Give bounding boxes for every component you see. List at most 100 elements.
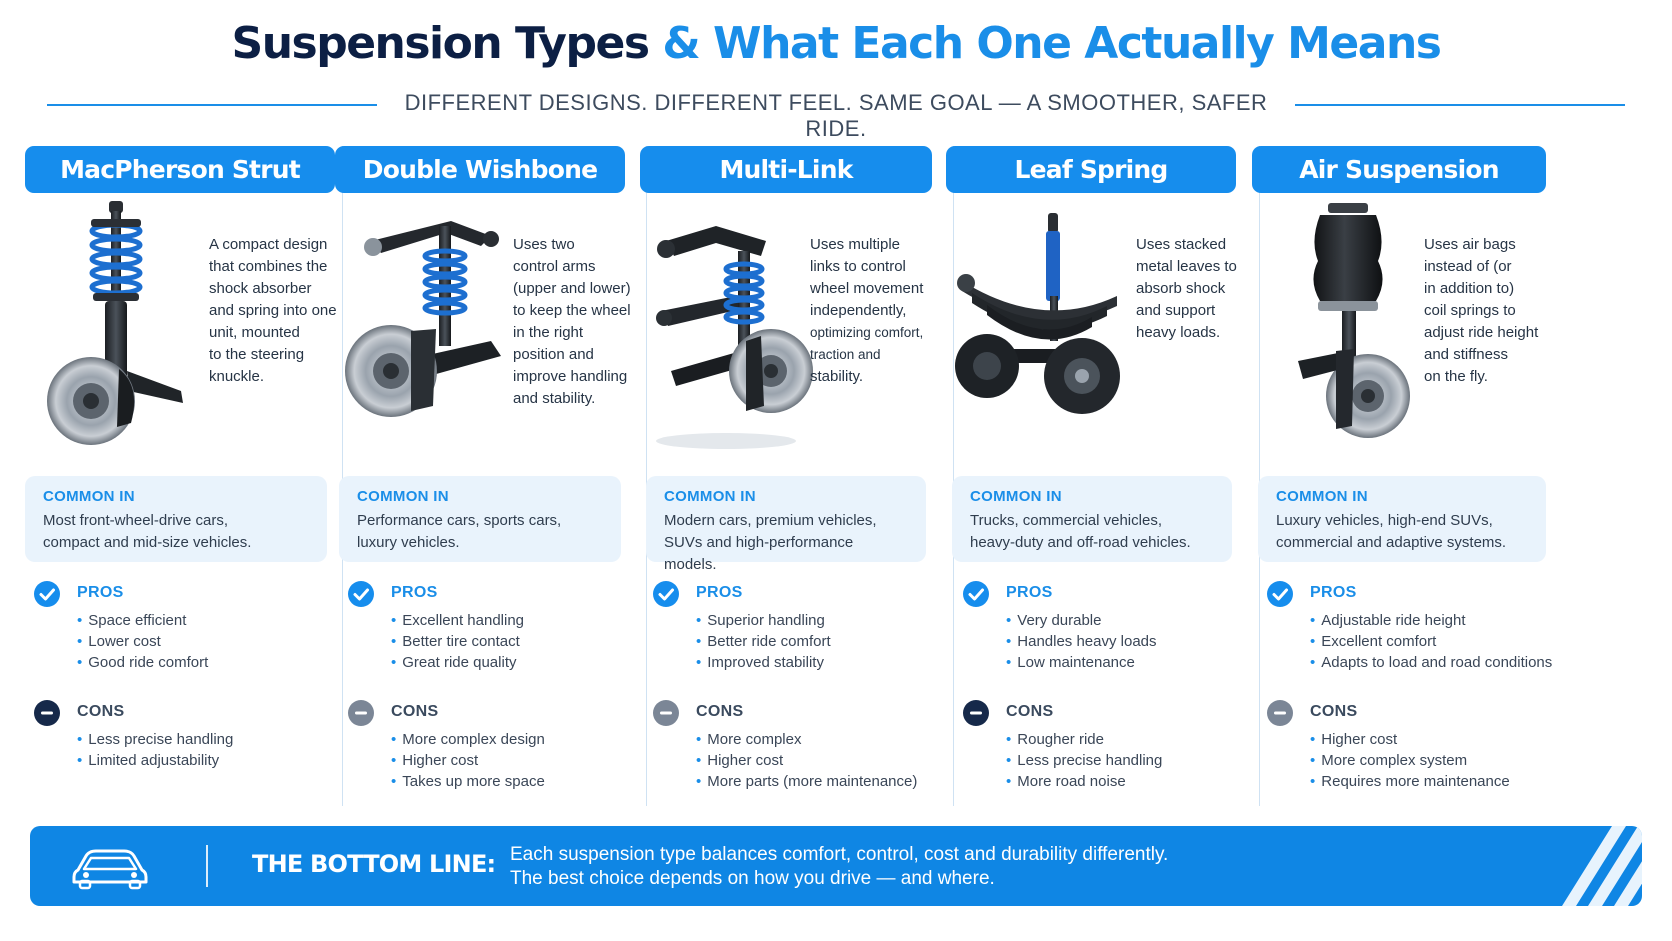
cons-label: CONS <box>1310 703 1358 720</box>
list-item: •Excellent handling <box>391 612 525 629</box>
list-item: •Great ride quality <box>391 654 517 671</box>
common-in-label: COMMON IN <box>43 488 135 505</box>
column-macpherson-strut: MacPherson Strut A compact design that c… <box>25 146 343 806</box>
list-item: •Less precise handling <box>1006 752 1163 769</box>
cons-label: CONS <box>696 703 744 720</box>
column-air-suspension: Air Suspension Uses air bags instead of … <box>1252 146 1648 806</box>
column-description: Uses stacked metal leaves to absorb shoc… <box>1136 236 1237 341</box>
car-icon <box>72 849 148 890</box>
pros-label: PROS <box>1310 584 1357 601</box>
cons-list: •Less precise handling •Limited adjustab… <box>77 729 233 771</box>
common-in-panel: COMMON IN Luxury vehicles, high-end SUVs… <box>1258 476 1546 562</box>
check-circle-icon <box>653 581 679 607</box>
subtitle-row: DIFFERENT DESIGNS. DIFFERENT FEEL. SAME … <box>0 88 1672 141</box>
column-description: Uses multiple links to control wheel mov… <box>810 236 924 385</box>
minus-circle-icon <box>653 700 679 726</box>
column-multi-link: Multi-Link Uses multiple links to contro… <box>640 146 954 806</box>
leaf-spring-illustration <box>955 213 1120 414</box>
minus-circle-icon <box>34 700 60 726</box>
list-item: •Low maintenance <box>1006 654 1135 671</box>
cons-list: •Rougher ride •Less precise handling •Mo… <box>1006 729 1162 792</box>
list-item: •Lower cost <box>77 633 161 650</box>
pros-label: PROS <box>696 584 743 601</box>
pros-label: PROS <box>77 584 124 601</box>
cons-label: CONS <box>1006 703 1054 720</box>
common-in-text: Performance cars, sports cars, luxury ve… <box>357 512 562 551</box>
list-item: •Adapts to load and road conditions <box>1310 654 1553 671</box>
cons-list: •Higher cost •More complex system •Requi… <box>1310 729 1510 792</box>
pros-label: PROS <box>391 584 438 601</box>
pros-list: •Space efficient •Lower cost •Good ride … <box>77 610 208 673</box>
list-item: •Rougher ride <box>1006 731 1104 748</box>
list-item: •Good ride comfort <box>77 654 209 671</box>
column-heading: Double Wishbone <box>335 146 625 193</box>
list-item: •Better ride comfort <box>696 633 831 650</box>
banner-divider <box>206 845 208 887</box>
pros-list: •Adjustable ride height •Excellent comfo… <box>1310 610 1552 673</box>
subtitle: DIFFERENT DESIGNS. DIFFERENT FEEL. SAME … <box>404 90 1268 141</box>
multi-link-illustration <box>656 226 813 449</box>
list-item: •More parts (more maintenance) <box>696 773 918 790</box>
check-circle-icon <box>963 581 989 607</box>
check-circle-icon <box>1267 581 1293 607</box>
list-item: •Adjustable ride height <box>1310 612 1466 629</box>
common-in-text: Most front-wheel-drive cars, compact and… <box>43 512 252 551</box>
column-heading: MacPherson Strut <box>25 146 335 193</box>
list-item: •Limited adjustability <box>77 752 220 769</box>
cons-list: •More complex design •Higher cost •Takes… <box>391 729 545 792</box>
list-item: •Very durable <box>1006 612 1102 629</box>
minus-circle-icon <box>1267 700 1293 726</box>
bottom-line-text: Each suspension type balances comfort, c… <box>510 844 1169 889</box>
common-in-text: Luxury vehicles, high-end SUVs, commerci… <box>1276 512 1507 551</box>
common-in-panel: COMMON IN Most front-wheel-drive cars, c… <box>25 476 327 562</box>
list-item: •Higher cost <box>696 752 784 769</box>
list-item: •Superior handling <box>696 612 825 629</box>
title-part-1: Suspension Types <box>231 18 651 69</box>
column-double-wishbone: Double Wishbone Uses two control arms (u… <box>335 146 647 806</box>
strut-assembly-illustration <box>47 201 183 445</box>
common-in-panel: COMMON IN Performance cars, sports cars,… <box>339 476 621 562</box>
column-description: A compact design that combines the shock… <box>209 236 337 385</box>
pros-list: •Excellent handling •Better tire contact… <box>391 610 524 673</box>
title-part-2: & What Each One Actually Means <box>662 18 1442 69</box>
list-item: •Takes up more space <box>391 773 545 790</box>
pros-label: PROS <box>1006 584 1053 601</box>
list-item: •More road noise <box>1006 773 1126 790</box>
list-item: •More complex <box>696 731 802 748</box>
bottom-line-banner: THE BOTTOM LINE: Each suspension type ba… <box>30 826 1642 906</box>
column-heading: Air Suspension <box>1252 146 1546 193</box>
cons-label: CONS <box>77 703 125 720</box>
list-item: •More complex system <box>1310 752 1468 769</box>
decorative-stripes <box>1562 826 1642 906</box>
list-item: •Higher cost <box>1310 731 1398 748</box>
list-item: •Higher cost <box>391 752 479 769</box>
column-description: Uses two control arms (upper and lower) … <box>513 236 631 407</box>
common-in-label: COMMON IN <box>970 488 1062 505</box>
list-item: •Better tire contact <box>391 633 520 650</box>
double-wishbone-illustration <box>345 221 501 417</box>
cons-list: •More complex •Higher cost •More parts (… <box>696 729 917 792</box>
page-title: Suspension Types & What Each One Actuall… <box>0 18 1672 69</box>
bottom-line-label: THE BOTTOM LINE: <box>252 850 496 878</box>
list-item: •More complex design <box>391 731 545 748</box>
subtitle-rule-right <box>1295 104 1625 106</box>
common-in-text: Trucks, commercial vehicles, heavy-duty … <box>970 512 1191 551</box>
list-item: •Improved stability <box>696 654 824 671</box>
minus-circle-icon <box>963 700 989 726</box>
common-in-panel: COMMON IN Trucks, commercial vehicles, h… <box>952 476 1232 562</box>
pros-list: •Superior handling •Better ride comfort … <box>696 610 831 673</box>
check-circle-icon <box>348 581 374 607</box>
air-suspension-illustration <box>1298 203 1410 438</box>
minus-circle-icon <box>348 700 374 726</box>
common-in-text: Modern cars, premium vehicles, SUVs and … <box>664 512 877 573</box>
column-heading: Leaf Spring <box>946 146 1236 193</box>
common-in-label: COMMON IN <box>357 488 449 505</box>
subtitle-rule-left <box>47 104 377 106</box>
column-leaf-spring: Leaf Spring Uses stacked metal leaves to… <box>946 146 1260 806</box>
check-circle-icon <box>34 581 60 607</box>
list-item: •Requires more maintenance <box>1310 773 1510 790</box>
common-in-label: COMMON IN <box>664 488 756 505</box>
column-heading: Multi-Link <box>640 146 932 193</box>
common-in-panel: COMMON IN Modern cars, premium vehicles,… <box>646 476 926 573</box>
column-description: Uses air bags instead of (or in addition… <box>1424 236 1539 385</box>
